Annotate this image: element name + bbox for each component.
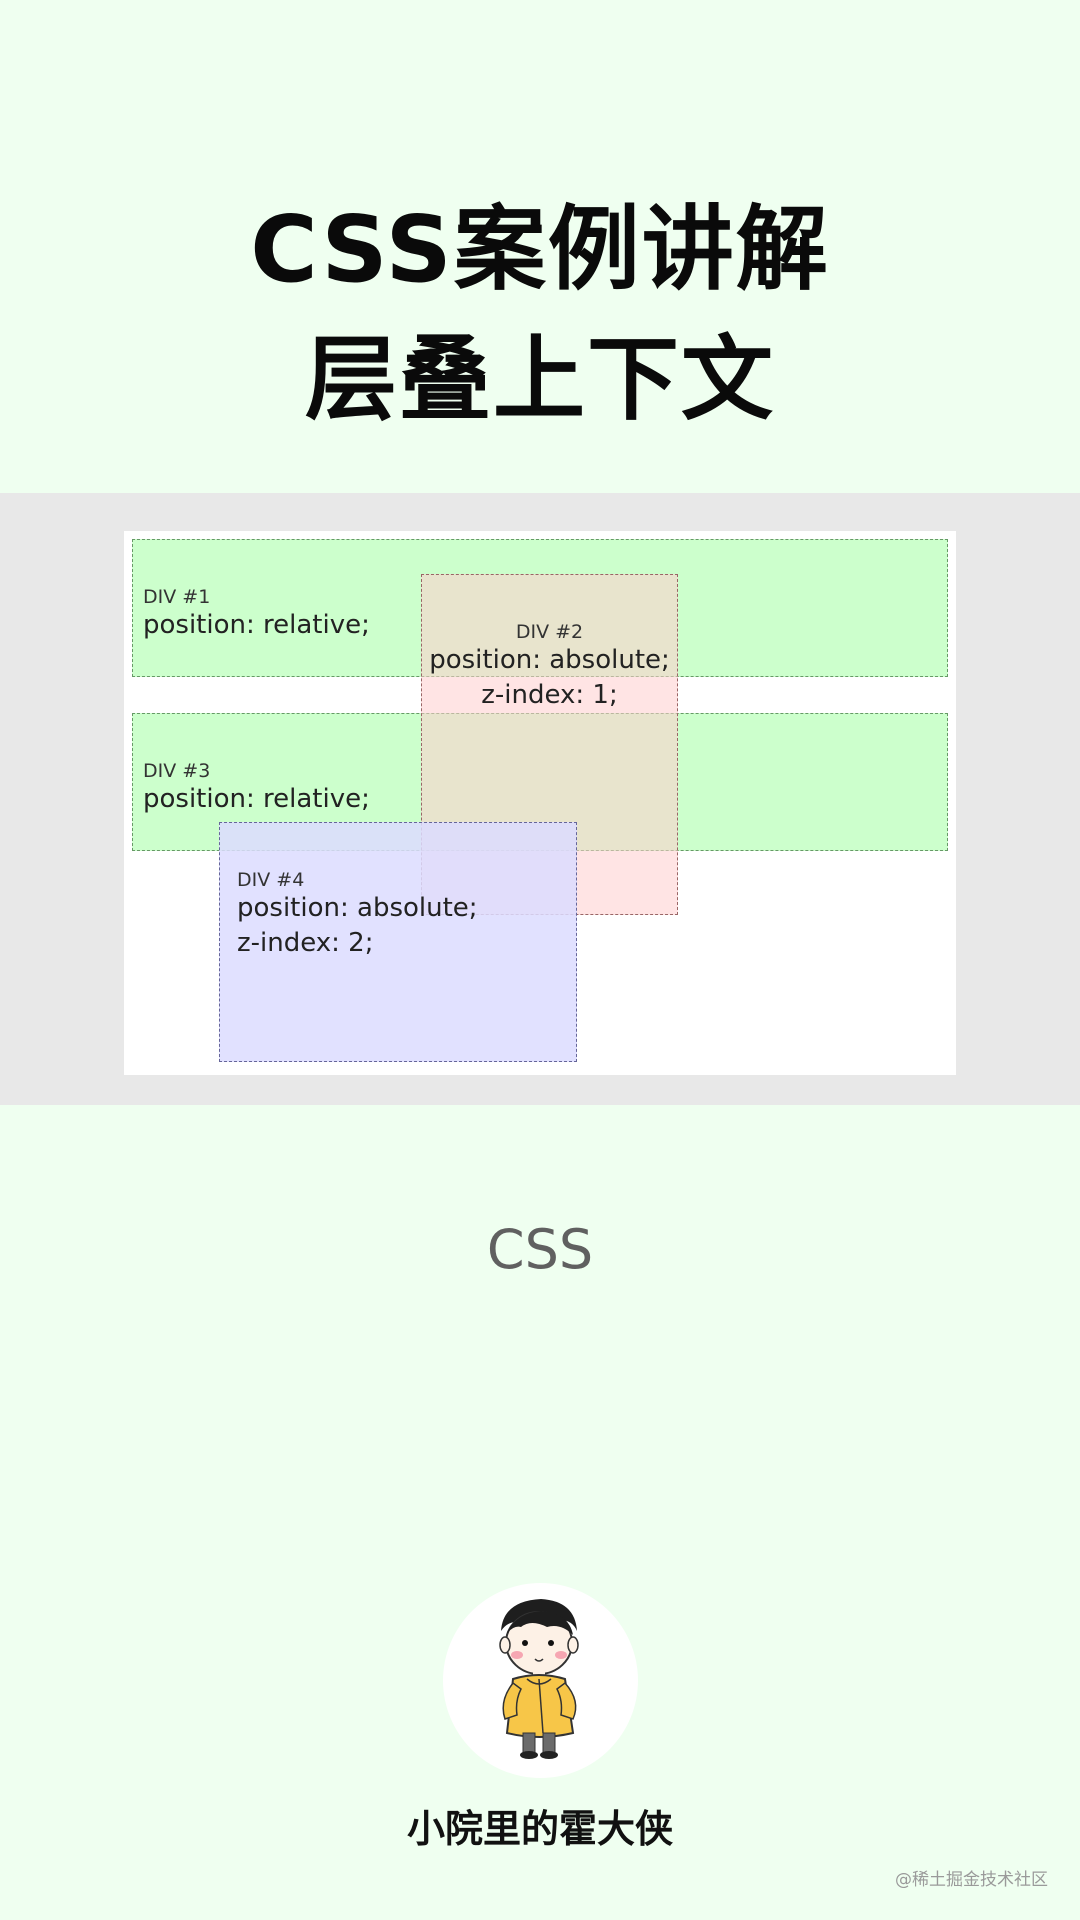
div-3-style-line-1: position: relative; [143,784,370,814]
div-4-style-line-1: position: absolute; [237,893,478,923]
demo-canvas: DIV #1 position: relative; DIV #2 positi… [124,531,956,1075]
watermark: @稀土掘金技术社区 [895,1870,1048,1890]
div-1-label: DIV #1 [143,586,211,608]
div-1-style-line-1: position: relative; [143,610,370,640]
div-2-label: DIV #2 [515,621,584,643]
div-4-label: DIV #4 [237,869,305,891]
page-title-line-2: 层叠上下文 [304,326,775,433]
div-2-style-line-1: position: absolute; [429,645,670,675]
div-3-label: DIV #3 [143,760,211,782]
author-name: 小院里的霍大侠 [406,1807,673,1851]
demo-screenshot-band: DIV #1 position: relative; DIV #2 positi… [0,493,1080,1105]
category-label: CSS [486,1218,594,1281]
demo-div-4: DIV #4 position: absolute; z-index: 2; [219,822,577,1062]
page-title-line-1: CSS案例讲解 [250,196,830,303]
div-2-style-line-2: z-index: 1; [481,680,618,710]
cartoon-person-icon [499,1599,579,1759]
author-avatar [443,1583,638,1778]
div-4-style-line-2: z-index: 2; [237,928,374,958]
